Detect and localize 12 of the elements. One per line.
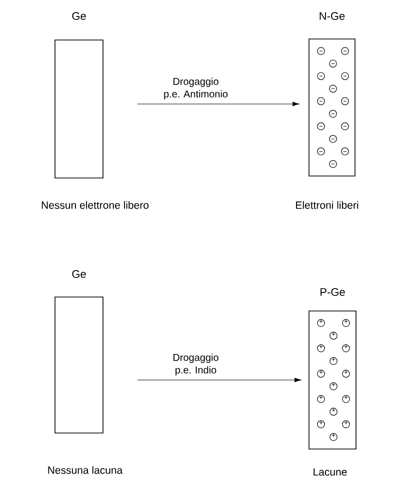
- block-caption: Lacune: [314, 468, 347, 476]
- arrow: [137, 102, 300, 106]
- edge-label: Drogaggio p.e. Indio: [173, 354, 218, 376]
- block-heading: P-Ge: [320, 288, 345, 296]
- block-heading: N-Ge: [320, 12, 345, 20]
- block-caption: Nessuna lacuna: [48, 466, 123, 474]
- block-heading: Ge: [72, 12, 86, 20]
- block-caption: Elettroni liberi: [296, 201, 358, 209]
- block-caption: Nessun elettrone libero: [42, 201, 149, 209]
- arrow: [137, 378, 302, 382]
- block-heading: Ge: [72, 270, 86, 278]
- edge-label: Drogaggio p.e. Antimonio: [164, 78, 228, 100]
